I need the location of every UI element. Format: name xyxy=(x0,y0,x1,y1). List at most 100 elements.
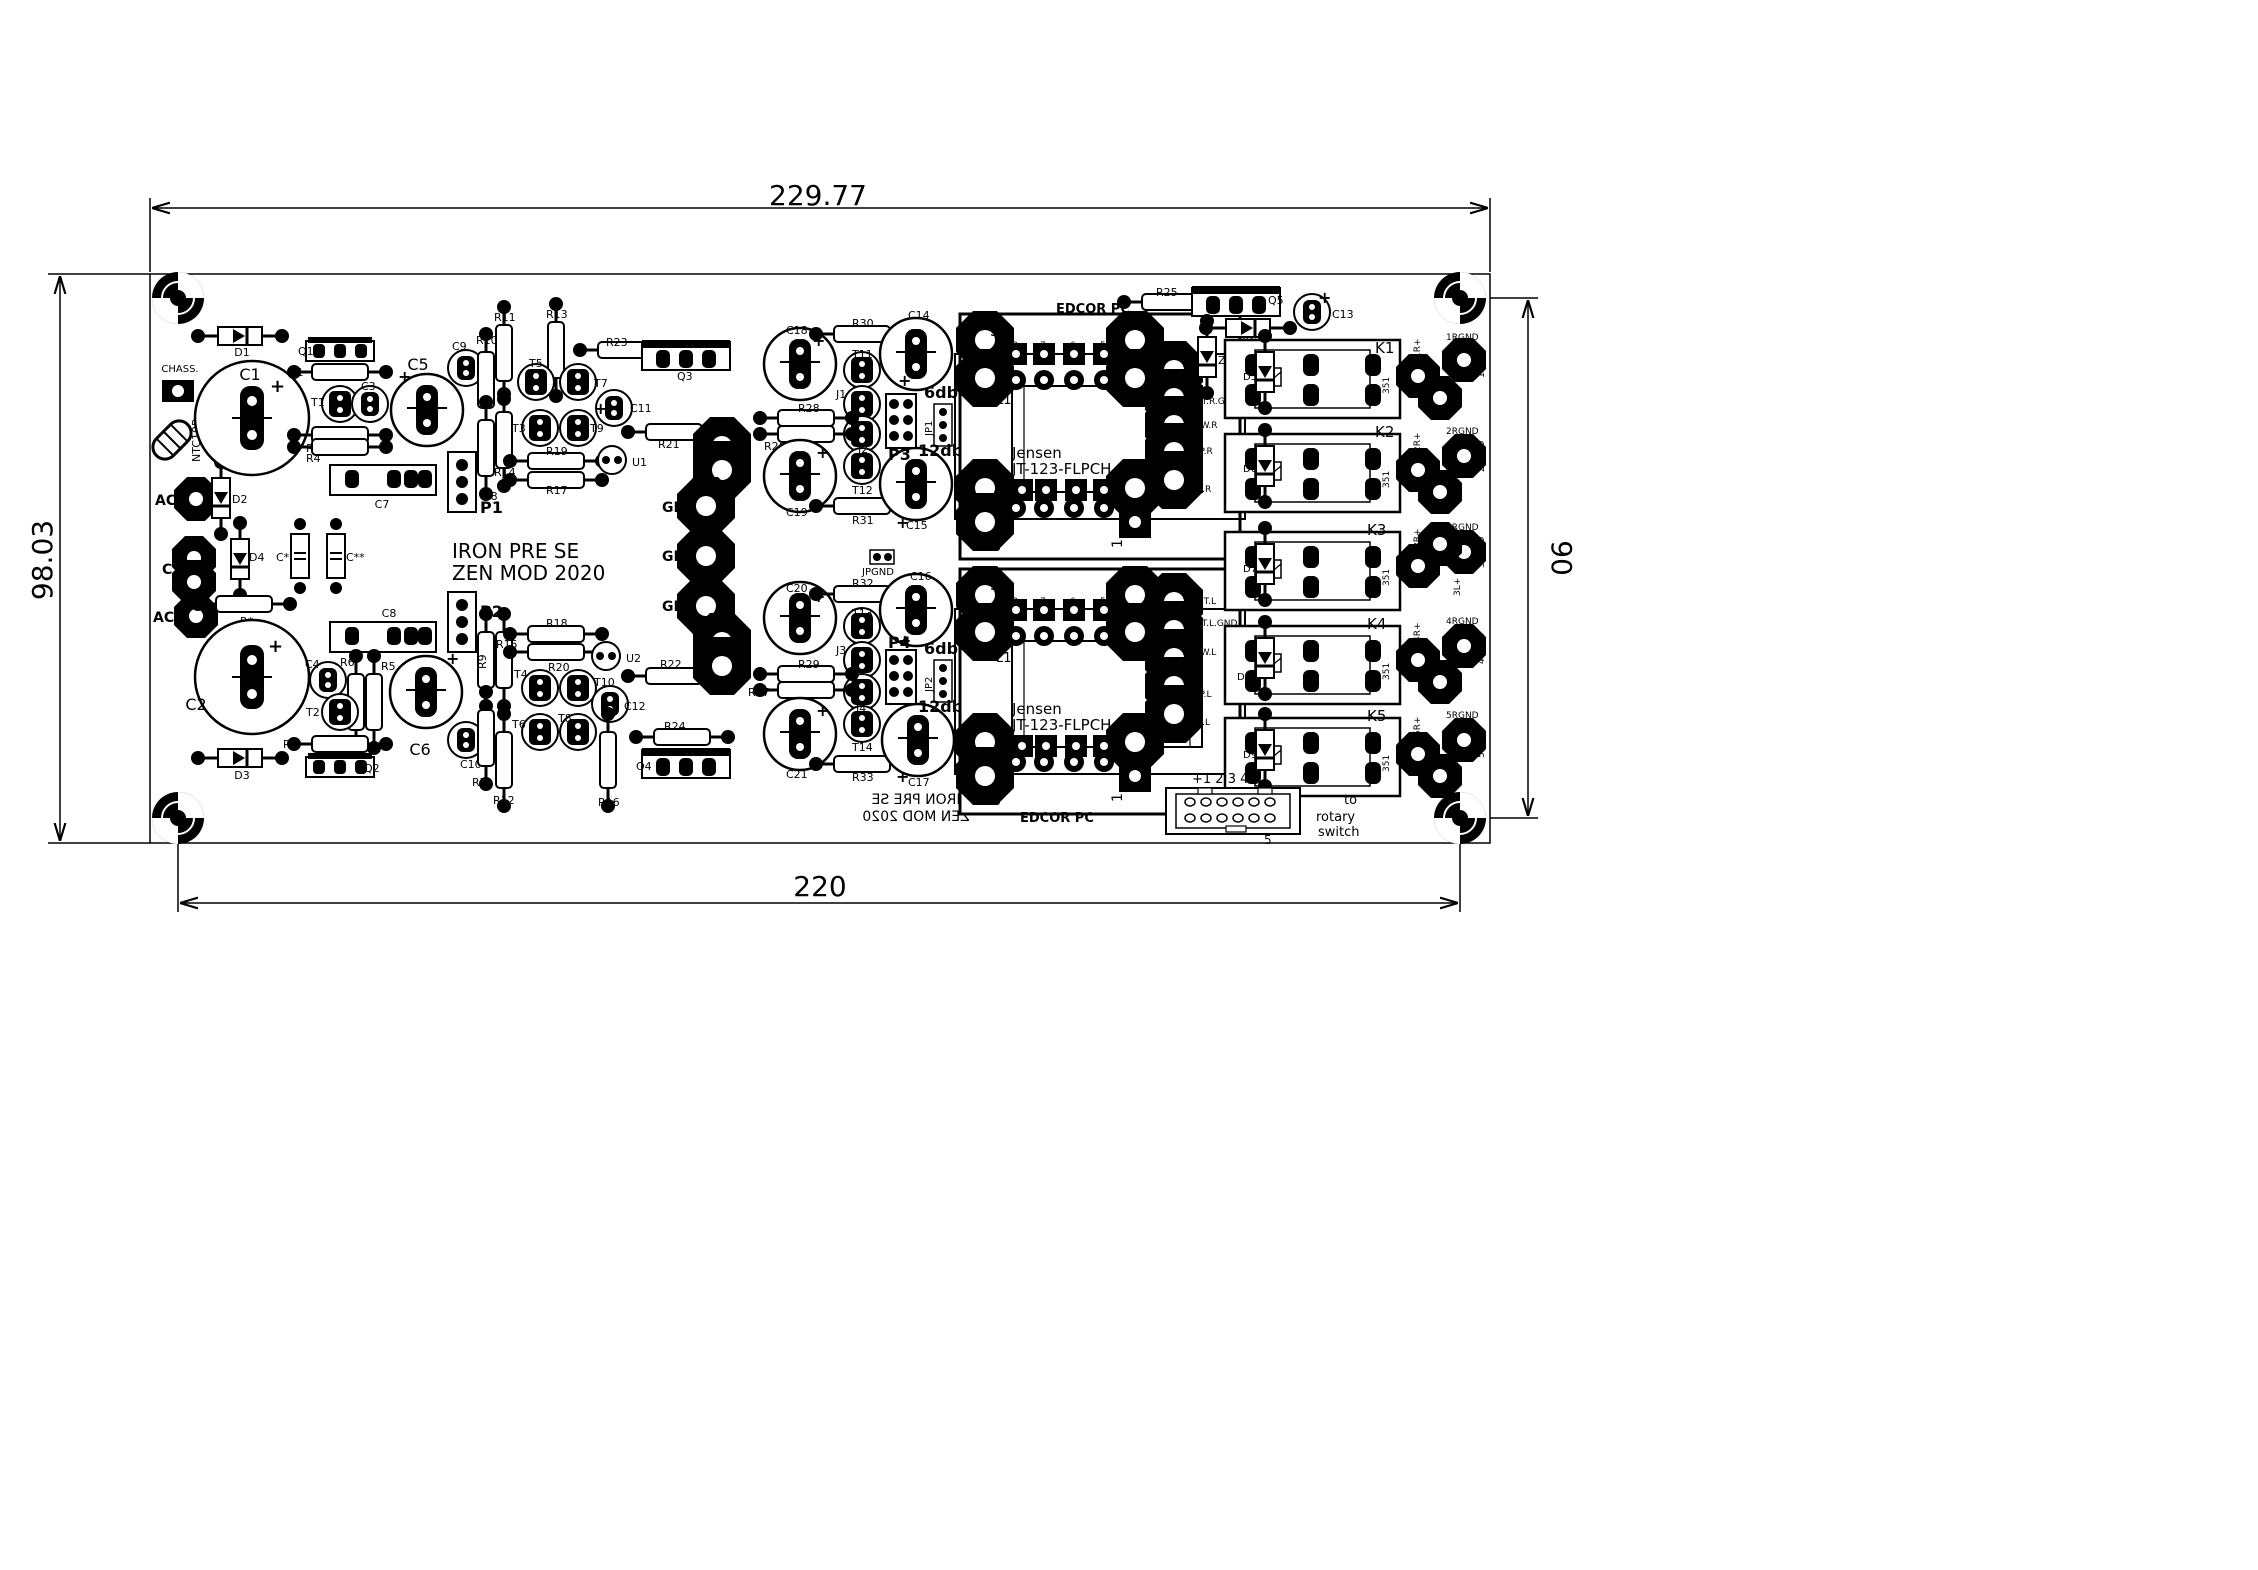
label-T9: T9 xyxy=(589,422,604,435)
wip-l: WIP.L xyxy=(1188,690,1211,700)
label-R19: R19 xyxy=(546,445,568,458)
out-r: OUT.R xyxy=(1160,349,1187,359)
header-switch: switch xyxy=(1318,825,1360,840)
label-T1: T1 xyxy=(310,396,325,409)
label-L1-l: L1 xyxy=(996,651,1012,666)
label-R30: R30 xyxy=(852,317,874,330)
label-T13: T13 xyxy=(851,607,873,620)
label-3lp: 3L+ xyxy=(1453,578,1463,596)
label-JP1: JP1 xyxy=(924,421,935,437)
label-R21: R21 xyxy=(658,438,680,451)
label-C4: C4 xyxy=(305,658,320,671)
cw-r: CW.R xyxy=(1188,485,1211,495)
mounting-hole-icon xyxy=(151,791,205,845)
label-P1: P1 xyxy=(480,498,503,517)
dim-top-width: 229.77 xyxy=(769,179,867,212)
ccw-r: CCW.R xyxy=(1188,421,1218,431)
label-D6: D6 xyxy=(1243,464,1257,475)
label-J1: J1 xyxy=(835,388,846,401)
corner-5-l: 5 xyxy=(990,578,999,594)
dim-left-height: 98.03 xyxy=(26,520,59,600)
label-Q2: Q2 xyxy=(364,762,380,775)
svg-text:+: + xyxy=(594,399,607,418)
label-chassis: CHASS. xyxy=(161,364,198,375)
label-L1: L1 xyxy=(996,393,1012,408)
relay-code: 351 xyxy=(1382,569,1392,586)
label-K2: K2 xyxy=(1375,423,1394,441)
mirrored-title-line-1: IRON PRE SE xyxy=(872,792,961,808)
label-1lp: 1L+ xyxy=(1453,386,1463,404)
corner-1-l: 1 xyxy=(1110,793,1126,802)
label-R33: R33 xyxy=(852,771,874,784)
label-C2: C2 xyxy=(185,695,206,714)
corner-5: 5 xyxy=(990,324,999,340)
ccw-l: CCW.L xyxy=(1188,648,1216,658)
label-4lp: 4L+ xyxy=(1453,672,1463,690)
label-Q1: Q1 xyxy=(298,345,314,358)
pin-7: 7 xyxy=(1040,341,1046,351)
label-T5: T5 xyxy=(528,357,543,370)
label-D2: D2 xyxy=(232,493,247,506)
label-C7: C7 xyxy=(375,498,390,511)
label-C3: C3 xyxy=(361,380,376,393)
label-3rp: 3R+ xyxy=(1413,528,1423,548)
label-T3: T3 xyxy=(511,422,526,435)
label-R28: R28 xyxy=(798,402,820,415)
gain-section: C18 + R30 C14 + T11 J1 J2 T12 R28 R26 C1… xyxy=(748,309,970,825)
label-C5: C5 xyxy=(407,355,428,374)
label-R11: R11 xyxy=(494,311,516,324)
label-D8: D8 xyxy=(1237,672,1251,683)
label-D9: D9 xyxy=(1243,750,1257,761)
label-4rgnd: 4RGND xyxy=(1446,617,1479,627)
label-T12: T12 xyxy=(851,484,873,497)
label-Q4: Q4 xyxy=(636,760,652,773)
header-rotary: rotary xyxy=(1316,810,1355,825)
label-U1: U1 xyxy=(632,456,647,469)
label-1lgnd: 1LGND xyxy=(1477,347,1487,378)
label-2rp: 2R+ xyxy=(1413,432,1423,452)
ntc-thermistor-icon xyxy=(151,419,193,461)
label-cxx: C** xyxy=(346,551,365,564)
label-Q5: Q5 xyxy=(1268,294,1284,307)
label-R6: R6 xyxy=(340,656,355,669)
label-Q3: Q3 xyxy=(677,370,693,383)
label-u-minus: U- xyxy=(704,652,715,663)
pin-8: 8 xyxy=(1012,341,1018,351)
corner-8: 8 xyxy=(988,543,1004,552)
label-R12: R12 xyxy=(493,794,515,807)
label-C20: C20 xyxy=(786,582,808,595)
label-P4: P4 xyxy=(888,633,911,652)
label-R29: R29 xyxy=(798,658,820,671)
header-pin-numbers: +1 2 3 4 xyxy=(1192,772,1248,787)
label-T2: T2 xyxy=(305,706,320,719)
label-R13: R13 xyxy=(546,308,568,321)
label-C12: C12 xyxy=(624,700,646,713)
label-C21: C21 xyxy=(786,768,808,781)
label-J3: J3 xyxy=(835,644,846,657)
label-U2: U2 xyxy=(626,652,641,665)
header-pin-5: 5 xyxy=(1264,833,1272,847)
svg-text:+: + xyxy=(896,513,909,532)
label-R32: R32 xyxy=(852,577,874,590)
label-C6: C6 xyxy=(409,740,430,759)
label-12db-l: 12db xyxy=(918,697,963,716)
power-supply-section: D1 CHASS. NTC10R AC1 D2 CT D4 AC2 R* xyxy=(151,325,465,782)
mounting-hole-icon xyxy=(151,271,205,325)
mounting-hole-icon xyxy=(1433,271,1487,325)
label-R18: R18 xyxy=(546,617,568,630)
svg-text:+: + xyxy=(898,371,911,390)
out-r-gnd: OUT.R.GND xyxy=(1188,397,1238,407)
label-T14: T14 xyxy=(851,741,873,754)
mirrored-title-line-2: ZEN MOD 2020 xyxy=(862,809,969,825)
wip-r: WIP.R xyxy=(1188,447,1213,457)
label-C13: C13 xyxy=(1332,308,1354,321)
label-R10: R10 xyxy=(476,334,498,347)
title-line-1: IRON PRE SE xyxy=(452,539,579,563)
relay-code: 351 xyxy=(1382,377,1392,394)
label-jpgnd: JPGND xyxy=(861,567,894,578)
label-C8: C8 xyxy=(382,607,397,620)
label-R23: R23 xyxy=(606,336,628,349)
label-6db-r: 6db xyxy=(924,383,958,402)
label-C10: C10 xyxy=(460,758,482,771)
label-D1: D1 xyxy=(234,346,249,359)
